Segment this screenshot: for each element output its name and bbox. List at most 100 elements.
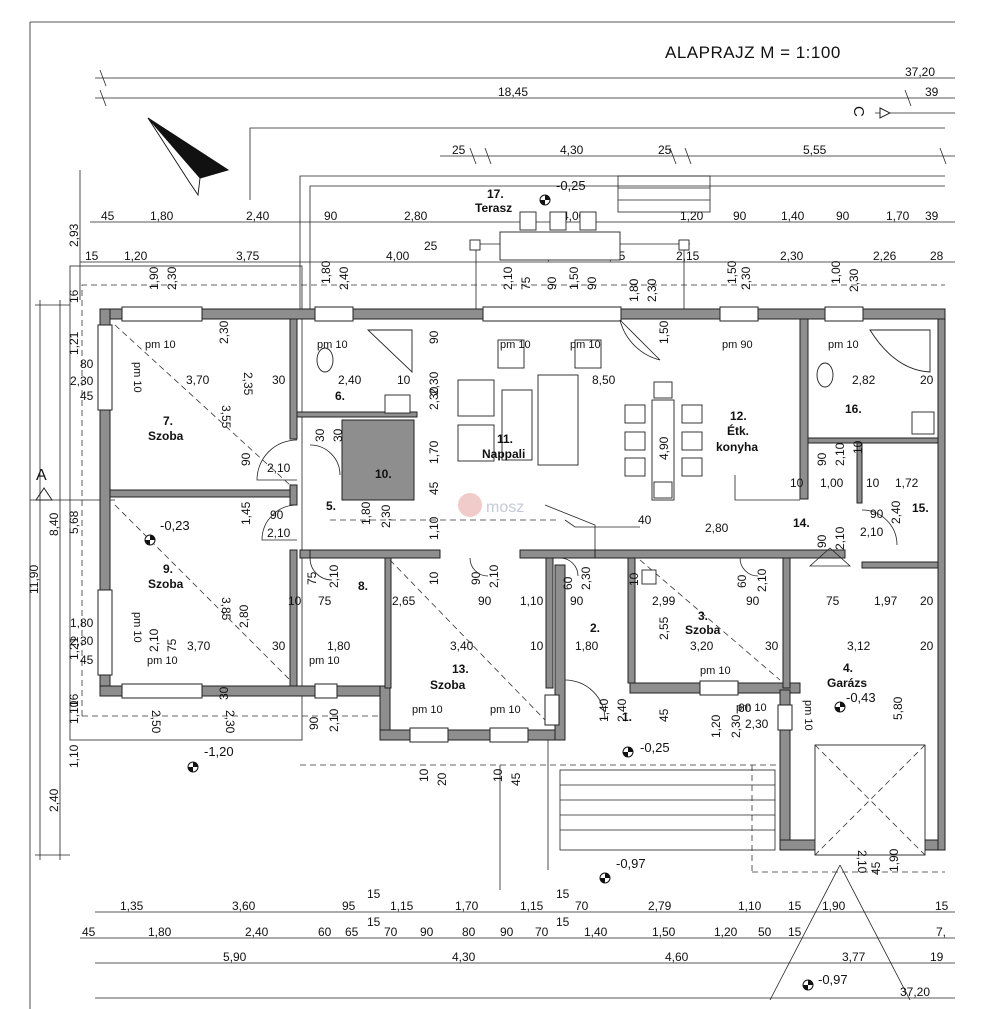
- dim-bottom: 4,30: [452, 950, 476, 964]
- dim-int: 75: [318, 594, 332, 608]
- dim-int: 10: [288, 594, 302, 608]
- dim-bottom: 90: [420, 925, 434, 939]
- dim-vert: 1,50: [725, 260, 739, 284]
- dim-left-293: 2,93: [67, 223, 81, 247]
- plan-title: ALAPRAJZ M = 1:100: [665, 43, 841, 62]
- room-11-number: 11.: [497, 432, 513, 446]
- dim-int: 8,50: [592, 373, 616, 387]
- dim-int: 2,10: [267, 461, 291, 475]
- dim-top-25b: 25: [658, 143, 672, 157]
- pm-label: pm 10: [736, 702, 767, 714]
- dim-int: 90: [478, 594, 492, 608]
- dim-int: 2,80: [237, 604, 251, 628]
- dim-vert: 60: [735, 574, 749, 588]
- dim-int: 90: [746, 594, 760, 608]
- dim-vert: 45: [509, 772, 523, 786]
- dim-left-45b: 45: [80, 653, 94, 667]
- section-mark-c: [875, 107, 955, 119]
- dim-row3-90b: 90: [733, 209, 747, 223]
- dimension-lines-bottom: [80, 911, 955, 999]
- watermark-text: mosz: [486, 499, 524, 516]
- furniture: [316, 329, 935, 856]
- room-3-number: 3.: [698, 609, 708, 623]
- dim-left-240: 2,40: [47, 788, 61, 812]
- dim-vert: 2,10: [327, 564, 341, 588]
- dim-int: 1,45: [239, 501, 253, 525]
- section-a-label: A: [36, 467, 47, 484]
- dim-left-568: 5,68: [67, 510, 81, 534]
- dim-left-16b: 16: [67, 693, 81, 707]
- dim-vert: 30: [217, 686, 231, 700]
- dim-int: 1,70: [427, 440, 441, 464]
- room-12-name-2: konyha: [716, 440, 758, 454]
- pm-label: pm 10: [570, 339, 601, 351]
- dim-vert: 10: [627, 572, 641, 586]
- dim-int: 2,99: [652, 594, 676, 608]
- dim-vert: 2,30: [847, 268, 861, 292]
- dim-vert: 1,50: [567, 266, 581, 290]
- pm-label: pm 10: [700, 665, 731, 677]
- dim-top-1845: 18,45: [498, 85, 528, 99]
- dim-vert: 1,80: [319, 260, 333, 284]
- dim-vert: 1,90: [147, 266, 161, 290]
- dim-bottom: 70: [384, 925, 398, 939]
- room-4-name: Garázs: [827, 676, 867, 690]
- room-13-name: Szoba: [430, 678, 466, 692]
- dim-row3-90: 90: [324, 209, 338, 223]
- dim-row4-15: 15: [85, 249, 99, 263]
- room-13-number: 13.: [452, 662, 469, 676]
- dim-left-121a: 1,21: [67, 331, 81, 355]
- dim-row4-230: 2,30: [780, 249, 804, 263]
- dim-vert: 90: [815, 534, 829, 548]
- dim-bottom: 1,35: [120, 899, 144, 913]
- dim-bottom: 1,40: [584, 925, 608, 939]
- dim-bottom: 1,50: [652, 925, 676, 939]
- dim-bottom: 1,90: [822, 899, 846, 913]
- level-stairs-bottom: -0,97: [616, 856, 646, 871]
- dim-row3-39: 39: [925, 209, 939, 223]
- room-3-name: Szoba: [685, 623, 721, 637]
- dim-vert: 75: [305, 571, 319, 585]
- pm-label: pm 10: [309, 655, 340, 667]
- dim-top-39: 39: [925, 85, 939, 99]
- pm-label: pm 10: [147, 655, 178, 667]
- dim-vert: 2,10: [833, 526, 847, 550]
- dim-vert: 90: [469, 571, 483, 585]
- dim-bottom: 15: [788, 925, 802, 939]
- dim-vert: 2,30: [579, 566, 593, 590]
- dim-row4-400: 4,00: [386, 249, 410, 263]
- room-1-number: 1.: [622, 710, 632, 724]
- dim-row4-215: 2,15: [676, 249, 700, 263]
- north-arrow-icon: [147, 117, 230, 197]
- dim-row4-226: 2,26: [873, 249, 897, 263]
- level-driveway: -0,97: [818, 972, 848, 987]
- dim-int: 30: [765, 639, 779, 653]
- dim-bottom: 37,20: [900, 985, 930, 999]
- dim-int: 3,70: [186, 373, 210, 387]
- dim-int: 20: [920, 373, 934, 387]
- dim-left-45a: 45: [80, 389, 94, 403]
- dim-bottom: 4,60: [665, 950, 689, 964]
- room-8-number: 8.: [358, 579, 368, 593]
- pm-label: pm 10: [145, 339, 176, 351]
- dim-vert: 1,80: [627, 278, 641, 302]
- dim-vert: 1,50: [657, 320, 671, 344]
- dim-row4-375: 3,75: [236, 249, 260, 263]
- dim-vert: 2,30: [427, 386, 441, 410]
- dim-left-121b: 1,21: [67, 636, 81, 660]
- pm-label: pm 90: [722, 339, 753, 351]
- dim-bottom: 1,10: [738, 899, 762, 913]
- dim-row3-240: 2,40: [246, 209, 270, 223]
- dim-bottom: 15: [788, 899, 802, 913]
- dim-left-840: 8,40: [47, 512, 61, 536]
- interior-walls: [109, 318, 939, 689]
- dim-bottom: 1,70: [455, 899, 479, 913]
- dim-bottom: 2,40: [245, 925, 269, 939]
- dim-bottom: 15: [556, 915, 570, 929]
- dim-vert: 75: [165, 638, 179, 652]
- dim-vert: 10: [491, 768, 505, 782]
- dim-vert: 10: [417, 768, 431, 782]
- dim-bottom: 19: [930, 950, 944, 964]
- level-markers: [144, 194, 846, 991]
